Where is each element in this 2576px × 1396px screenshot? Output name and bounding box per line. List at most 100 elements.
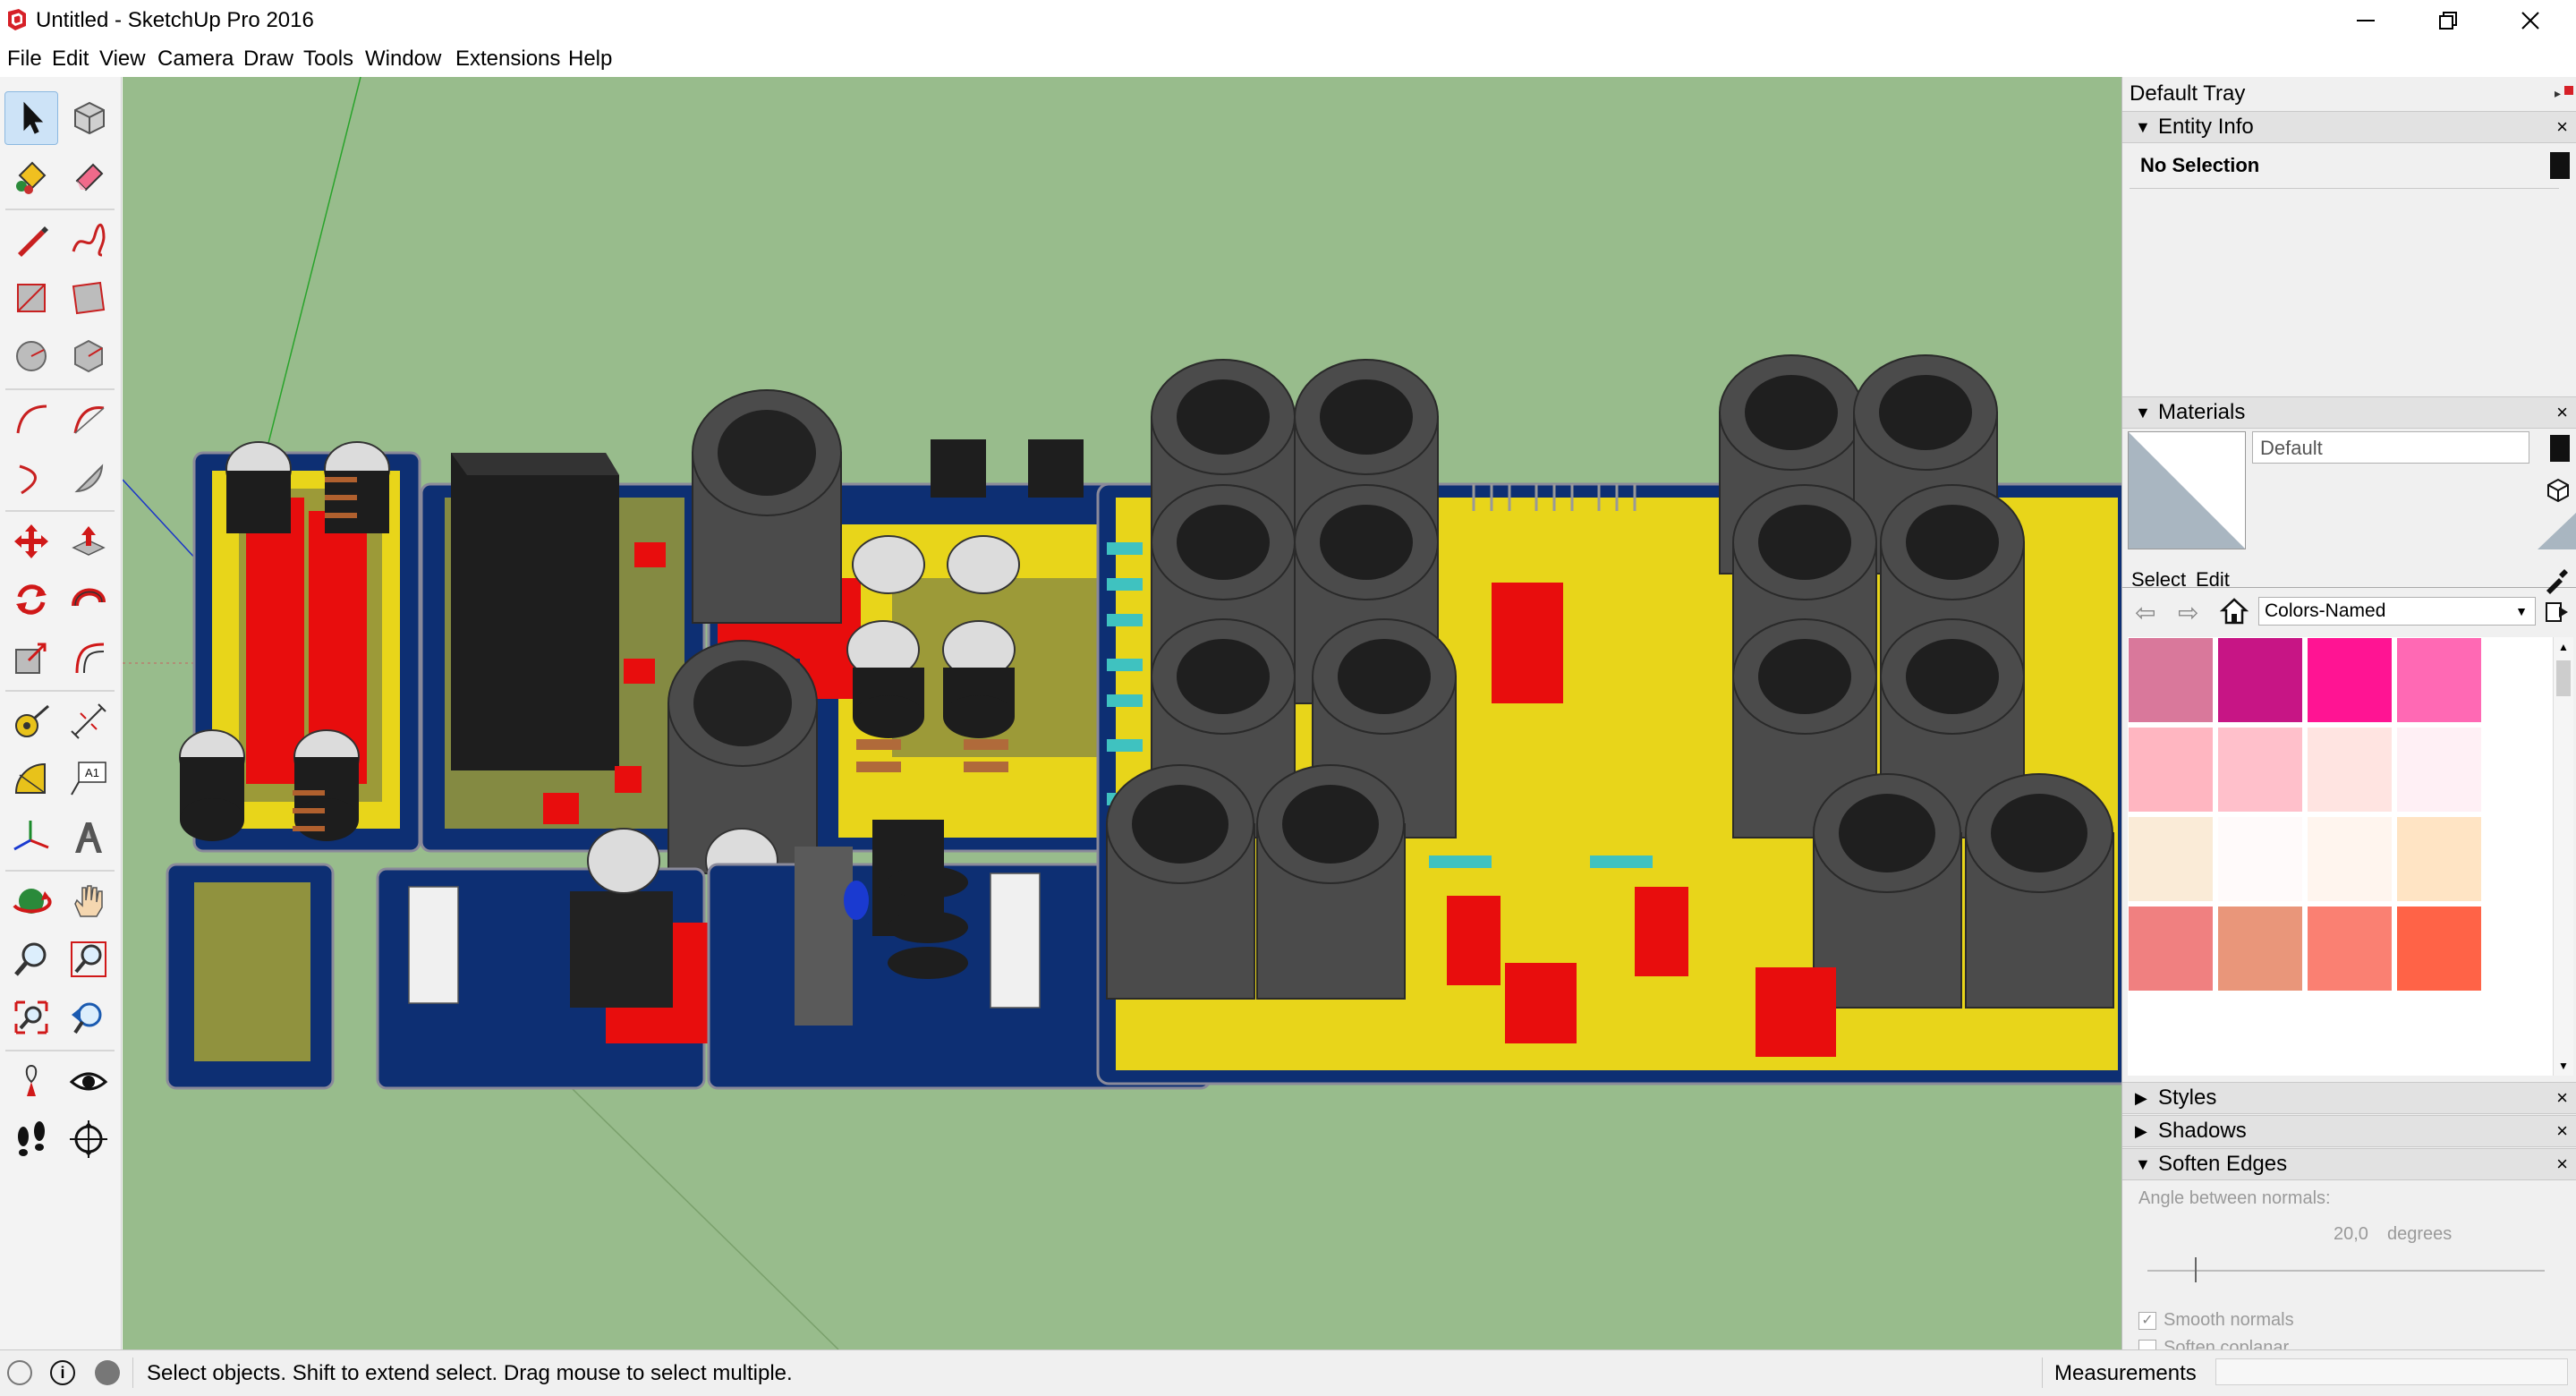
credits-info-icon[interactable]: i	[50, 1360, 75, 1385]
section-plane-tool[interactable]	[63, 1113, 115, 1165]
pcb-board-regulator[interactable]	[420, 453, 706, 853]
panel-close-icon[interactable]: ×	[2556, 1119, 2568, 1142]
zoom-extents-tool[interactable]	[5, 992, 57, 1043]
push-pull-tool[interactable]	[63, 515, 115, 567]
axes-tool[interactable]	[5, 812, 57, 864]
tray-close-icon[interactable]	[2564, 86, 2573, 95]
circle-tool[interactable]	[5, 330, 57, 382]
menu-tools[interactable]: Tools	[303, 47, 354, 71]
previous-view-tool[interactable]	[63, 992, 115, 1043]
drawing-viewport[interactable]	[123, 77, 2121, 1349]
pcb-board-left[interactable]	[179, 441, 421, 853]
menu-extensions[interactable]: Extensions	[455, 47, 561, 71]
pie-tool[interactable]	[63, 452, 115, 504]
menu-view[interactable]: View	[99, 47, 146, 71]
soften-edges-header[interactable]: ▼ Soften Edges ×	[2122, 1148, 2576, 1180]
material-swatch[interactable]	[2128, 637, 2214, 723]
swatch-scrollbar[interactable]: ▲ ▼	[2553, 637, 2573, 1076]
menu-camera[interactable]: Camera	[157, 47, 234, 71]
restore-button[interactable]	[2407, 0, 2489, 41]
material-swatch[interactable]	[2307, 816, 2393, 902]
back-arrow-icon[interactable]: ⇦	[2135, 599, 2156, 626]
styles-header[interactable]: ▶ Styles ×	[2122, 1082, 2576, 1114]
arc-tool[interactable]	[5, 394, 57, 446]
rotated-rectangle-tool[interactable]	[63, 272, 115, 324]
material-library-select[interactable]: Colors-Named ▼	[2258, 597, 2536, 626]
panel-close-icon[interactable]: ×	[2556, 1153, 2568, 1175]
protractor-tool[interactable]	[5, 753, 57, 805]
material-swatch[interactable]	[2128, 816, 2214, 902]
material-swatch[interactable]	[2396, 816, 2482, 902]
angle-slider-track[interactable]	[2147, 1257, 2545, 1282]
menu-draw[interactable]: Draw	[243, 47, 294, 71]
sample-paint-icon[interactable]	[2545, 476, 2572, 503]
tape-measure-tool[interactable]	[5, 695, 57, 747]
material-swatch[interactable]	[2217, 906, 2303, 992]
orbit-tool[interactable]	[5, 875, 57, 927]
material-swatch[interactable]	[2307, 637, 2393, 723]
text-tool[interactable]: A1	[63, 753, 115, 805]
offset-tool[interactable]	[63, 632, 115, 684]
follow-me-tool[interactable]	[63, 574, 115, 626]
measurements-input[interactable]	[2215, 1358, 2568, 1385]
geo-location-icon[interactable]	[7, 1360, 32, 1385]
polygon-tool[interactable]	[63, 330, 115, 382]
scrollbar-thumb[interactable]	[2556, 660, 2571, 696]
menu-window[interactable]: Window	[365, 47, 442, 71]
zoom-window-tool[interactable]	[63, 933, 115, 985]
material-swatch[interactable]	[2396, 906, 2482, 992]
3d-text-tool[interactable]	[63, 812, 115, 864]
home-icon[interactable]	[2219, 596, 2249, 626]
walk-tool[interactable]	[5, 1113, 57, 1165]
material-swatch[interactable]	[2217, 816, 2303, 902]
freehand-tool[interactable]	[63, 214, 115, 266]
material-swatch[interactable]	[2128, 727, 2214, 813]
forward-arrow-icon[interactable]: ⇨	[2178, 599, 2199, 626]
entity-info-details-icon[interactable]	[2550, 152, 2570, 179]
eyedropper-icon[interactable]	[2543, 567, 2570, 594]
line-tool[interactable]	[5, 214, 57, 266]
material-swatch[interactable]	[2396, 637, 2482, 723]
rectangle-tool[interactable]	[5, 272, 57, 324]
scroll-up-icon[interactable]: ▲	[2558, 641, 2569, 653]
create-material-icon[interactable]	[2550, 435, 2570, 462]
three-point-arc-tool[interactable]	[5, 452, 57, 504]
shadows-header[interactable]: ▶ Shadows ×	[2122, 1115, 2576, 1147]
two-point-arc-tool[interactable]	[63, 394, 115, 446]
panel-close-icon[interactable]: ×	[2556, 401, 2568, 423]
material-swatch[interactable]	[2217, 727, 2303, 813]
pcb-board-bottom[interactable]	[166, 820, 1211, 1090]
zoom-tool[interactable]	[5, 933, 57, 985]
eraser-tool[interactable]	[63, 150, 115, 202]
rotate-tool[interactable]	[5, 574, 57, 626]
pan-tool[interactable]	[63, 875, 115, 927]
angle-slider-thumb[interactable]	[2195, 1257, 2197, 1282]
material-swatch[interactable]	[2128, 906, 2214, 992]
material-swatch[interactable]	[2307, 906, 2393, 992]
position-camera-tool[interactable]	[5, 1055, 57, 1107]
tray-pin-icon[interactable]: ▸	[2554, 86, 2561, 100]
menu-edit[interactable]: Edit	[52, 47, 89, 71]
materials-header[interactable]: ▼ Materials ×	[2122, 396, 2576, 429]
panel-close-icon[interactable]: ×	[2556, 115, 2568, 138]
panel-close-icon[interactable]: ×	[2556, 1086, 2568, 1109]
menu-file[interactable]: File	[7, 47, 42, 71]
look-around-tool[interactable]	[63, 1055, 115, 1107]
paint-bucket-tool[interactable]	[5, 150, 57, 202]
entity-info-header[interactable]: ▼ Entity Info ×	[2122, 111, 2576, 143]
tab-select[interactable]: Select	[2131, 568, 2187, 591]
tab-edit[interactable]: Edit	[2196, 568, 2230, 591]
close-button[interactable]	[2489, 0, 2572, 41]
material-swatch[interactable]	[2307, 727, 2393, 813]
scale-tool[interactable]	[5, 632, 57, 684]
user-account-icon[interactable]	[95, 1360, 120, 1385]
material-swatch[interactable]	[2396, 727, 2482, 813]
smooth-normals-checkbox[interactable]: ✓	[2138, 1312, 2156, 1330]
minimize-button[interactable]	[2325, 0, 2407, 41]
menu-help[interactable]: Help	[568, 47, 613, 71]
details-arrow-icon[interactable]	[2545, 600, 2570, 625]
material-name-field[interactable]: Default	[2252, 431, 2529, 464]
select-tool[interactable]	[4, 91, 58, 145]
move-tool[interactable]	[5, 515, 57, 567]
material-swatch[interactable]	[2217, 637, 2303, 723]
